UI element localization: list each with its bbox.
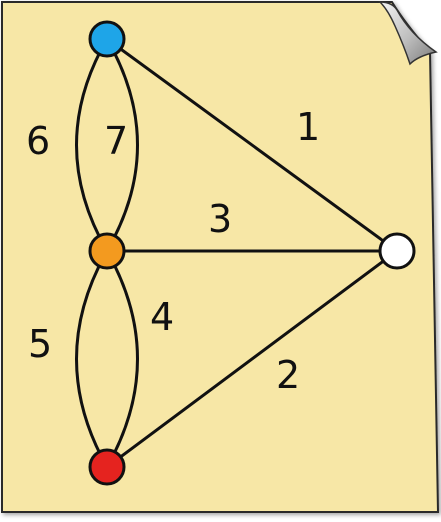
- node-right: [378, 232, 416, 270]
- node-top: [88, 20, 126, 58]
- edge-label-1: 1: [296, 105, 320, 149]
- edge-2: [105, 249, 399, 469]
- paper-sheet: [1, 0, 440, 513]
- edge-label-5: 5: [28, 322, 52, 366]
- node-bottom: [88, 448, 126, 486]
- edge-5: [75, 249, 109, 469]
- edge-label-3: 3: [208, 197, 232, 241]
- page-curl: [378, 1, 438, 66]
- edge-6: [75, 37, 109, 253]
- edge-label-7: 7: [104, 119, 128, 163]
- edge-4: [105, 249, 139, 469]
- edge-label-4: 4: [150, 295, 174, 339]
- edge-7: [105, 37, 139, 253]
- edge-label-2: 2: [276, 353, 300, 397]
- edge-label-6: 6: [26, 119, 50, 163]
- edge-1: [105, 37, 399, 253]
- node-middle: [88, 232, 126, 270]
